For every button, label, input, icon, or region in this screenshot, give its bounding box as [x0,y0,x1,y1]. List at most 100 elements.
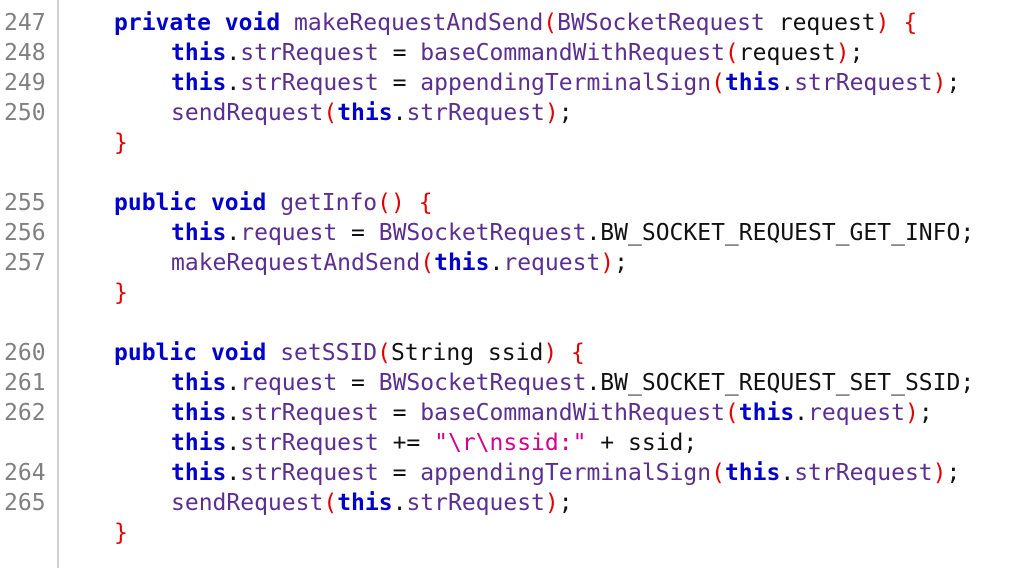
identifier-token: request [240,220,338,246]
identifier-token: strRequest [240,430,379,456]
keyword-token: this [724,70,781,96]
plain-token: += [378,430,435,456]
identifier-token: strRequest [240,70,379,96]
plain-token: = [378,460,421,486]
plain-token: . [226,400,241,426]
identifier-token: BWSocketRequest [378,220,587,246]
line-number: 255 [4,190,46,216]
keyword-token: this [434,250,490,276]
function-token: appendingTerminalSign [420,460,712,486]
bracket-token: ( [323,490,338,516]
plain-token: request [738,40,836,66]
line-number: 250 [4,100,46,126]
plain-token [211,10,225,36]
code-line-text: sendRequest(this.strRequest); [171,98,573,128]
plain-token: request [764,10,876,36]
code-line[interactable]: } [0,518,1022,548]
bracket-token: () [377,190,405,216]
bracket-token: } [114,520,128,546]
identifier-token: strRequest [240,40,379,66]
bracket-token: ) [904,400,919,426]
line-number: 265 [4,490,46,516]
function-token: setSSID [280,340,378,366]
plain-token: . [226,460,241,486]
bracket-token: { [903,10,918,36]
keyword-token: this [171,220,227,246]
keyword-token: this [171,370,227,396]
code-line[interactable]: this.strRequest += "\r\nssid:" + ssid; [0,428,1022,458]
function-token: baseCommandWithRequest [420,40,725,66]
keyword-token: this [171,460,227,486]
keyword-token: void [210,340,267,366]
code-line-text: } [114,128,128,158]
line-number: 249 [4,70,46,96]
code-line[interactable]: } [0,278,1022,308]
plain-token: ; [558,490,573,516]
plain-token: . [780,70,795,96]
plain-token: = [337,220,379,246]
identifier-token: request [808,400,905,426]
keyword-token: this [337,490,393,516]
bracket-token: ( [724,400,739,426]
plain-token: ; [918,400,933,426]
bracket-token: ) [932,70,947,96]
keyword-token: void [224,10,281,36]
identifier-token: BWSocketRequest [557,10,765,36]
code-line-text: this.strRequest = baseCommandWithRequest… [171,38,863,68]
code-line-text: private void makeRequestAndSend(BWSocket… [114,8,917,38]
bracket-token: { [418,190,433,216]
code-line[interactable]: 250 sendRequest(this.strRequest); [0,98,1022,128]
bracket-token: } [114,280,128,306]
plain-token: . [780,460,795,486]
plain-token [197,340,211,366]
bracket-token: ) [932,460,947,486]
line-number: 261 [4,370,46,396]
keyword-token: this [171,430,227,456]
bracket-token: ( [377,340,391,366]
code-line[interactable]: 265 sendRequest(this.strRequest); [0,488,1022,518]
bracket-token: ( [711,70,725,96]
plain-token: . [392,490,407,516]
line-number: 256 [4,220,46,246]
bracket-token: ) [544,490,559,516]
keyword-token: public [114,190,198,216]
plain-token: . [226,220,241,246]
bracket-token: ) [835,40,850,66]
plain-token: . [489,250,504,276]
function-token: makeRequestAndSend [294,10,544,36]
plain-token: ; [849,40,864,66]
plain-token: = [378,70,421,96]
line-number: 257 [4,250,46,276]
code-line-text: this.strRequest += "\r\nssid:" + ssid; [171,428,697,458]
plain-token: . [226,70,241,96]
function-token: sendRequest [171,490,324,516]
code-line[interactable]: 261 this.request = BWSocketRequest.BW_SOC… [0,368,1022,398]
plain-token: .BW_SOCKET_REQUEST_SET_SSID; [586,370,975,396]
line-number: 264 [4,460,46,486]
code-line[interactable] [0,158,1022,188]
code-line-text: this.request = BWSocketRequest.BW_SOCKET… [171,368,974,398]
bracket-token: ( [711,460,725,486]
code-line[interactable]: } [0,128,1022,158]
identifier-token: request [503,250,601,276]
code-line[interactable] [0,308,1022,338]
function-token: baseCommandWithRequest [420,400,725,426]
code-line-text: sendRequest(this.strRequest); [171,488,573,518]
plain-token: = [378,400,421,426]
bracket-token: ( [543,10,558,36]
function-token: appendingTerminalSign [420,70,712,96]
bracket-token: } [114,130,128,156]
keyword-token: this [171,400,227,426]
code-line-text: } [114,518,128,548]
keyword-token: this [724,460,781,486]
